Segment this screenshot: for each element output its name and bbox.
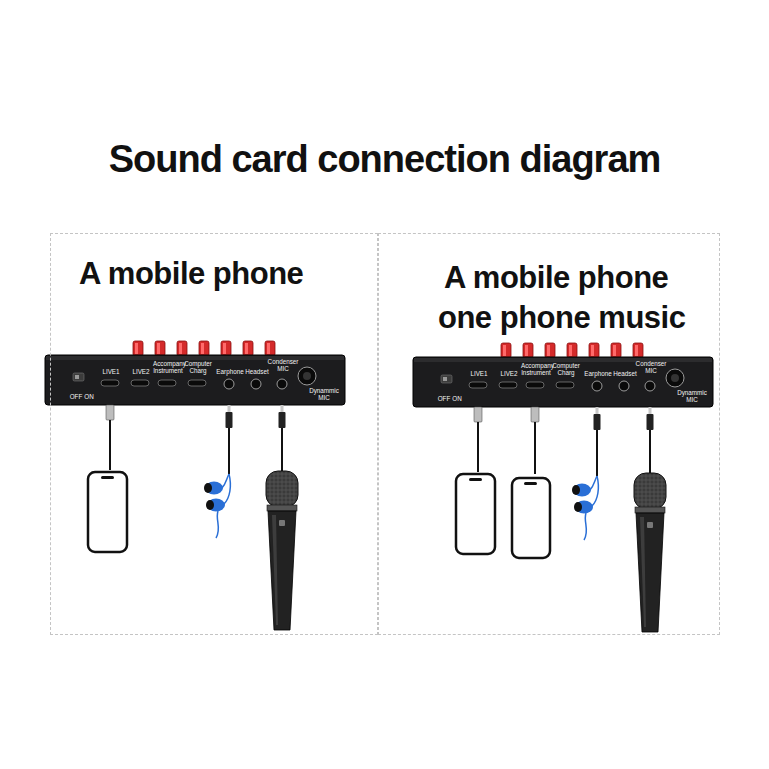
port-label: ON: [83, 394, 95, 401]
sound-card: OFFON LIVE1 LIVE2Accompany InstrumentCompu…: [414, 358, 714, 408]
port-label: OFF: [437, 396, 451, 403]
port-label: LIVE2: [128, 369, 154, 376]
panel-heading: A mobile phone: [79, 256, 303, 292]
panel-box: A mobile phoneOFFON LIVE1 LIVE2Accompany I…: [50, 233, 378, 635]
port-label: Accompany Instrument: [521, 363, 551, 376]
port-label: Earphone: [215, 369, 245, 376]
port-label: Headset: [612, 371, 638, 378]
port-label: OFF: [69, 394, 83, 401]
port-label: Earphone: [583, 371, 613, 378]
port-label: Accompany Instrument: [153, 361, 183, 374]
port-label: ON: [451, 396, 463, 403]
port-label: Condenser MIC: [635, 361, 667, 374]
port-label: Dynammic MIC: [307, 388, 341, 401]
port-label: LIVE1: [98, 369, 124, 376]
port-label: LIVE1: [466, 371, 492, 378]
port-label: Dynammic MIC: [675, 390, 709, 403]
port-label: Computer Charg: [183, 361, 213, 374]
port-label: Headset: [244, 369, 270, 376]
panel-heading: one phone music: [438, 300, 685, 336]
port-label: Computer Charg: [551, 363, 581, 376]
panel-box: A mobile phone one phone musicOFFON LIVE1 L…: [378, 233, 720, 635]
panel-heading: A mobile phone: [444, 260, 668, 296]
sound-card: OFFON LIVE1 LIVE2Accompany InstrumentCompu…: [46, 356, 346, 406]
port-label: Condenser MIC: [267, 359, 299, 372]
port-label: LIVE2: [496, 371, 522, 378]
diagram-title: Sound card connection diagram: [0, 138, 769, 181]
